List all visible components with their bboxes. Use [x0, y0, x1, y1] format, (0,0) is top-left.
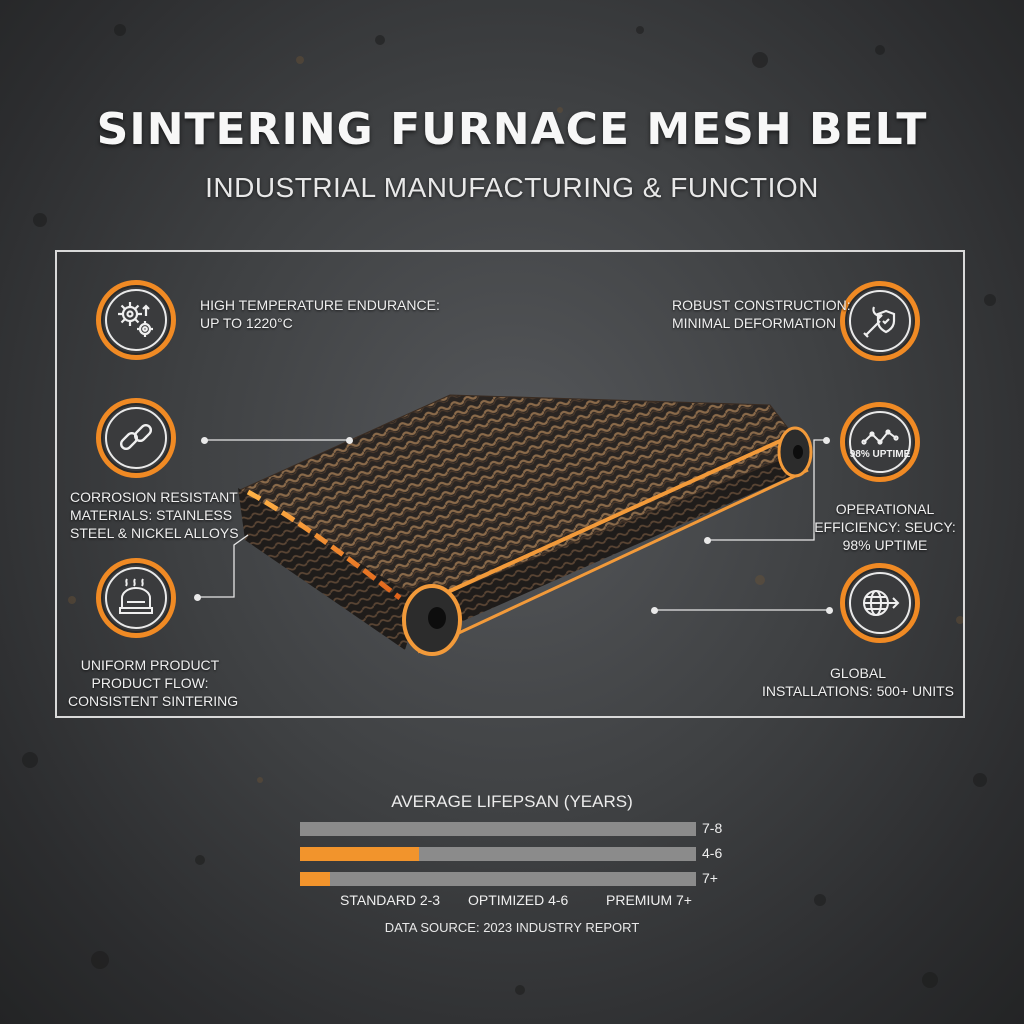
- page-subtitle: INDUSTRIAL MANUFACTURING & FUNCTION: [205, 172, 819, 203]
- flow-feature-text: UNIFORM PRODUCT PRODUCT FLOW: CONSISTENT…: [68, 657, 239, 709]
- connector-dot: [346, 437, 353, 444]
- lifespan-bar-2-label: 4-6: [702, 845, 723, 861]
- lifespan-bar-2-fill: [300, 847, 419, 861]
- connector-dot: [194, 594, 201, 601]
- wrench-shield-icon: [863, 306, 896, 338]
- temperature-badge: [96, 280, 176, 360]
- badge-uptime-text: 98% UPTIME: [849, 449, 911, 460]
- robust-badge: [840, 281, 920, 361]
- lifespan-bar-3-fill: [300, 872, 330, 886]
- efficiency-feature-text: OPERATIONAL EFFICIENCY: SEUCY: 98% UPTIM…: [814, 501, 956, 553]
- globe-arrow-icon: [863, 590, 900, 616]
- robust-feature-text: ROBUST CONSTRUCTION: MINIMAL DEFORMATION: [672, 297, 851, 331]
- global-badge: [840, 563, 920, 643]
- corrosion-feature-text: CORROSION RESISTANT MATERIALS: STAINLESS…: [70, 489, 239, 541]
- lifespan-bar-3-label: 7+: [702, 870, 718, 886]
- furnace-flame-icon: [119, 578, 153, 614]
- corrosion-badge: [96, 398, 176, 478]
- line-chart-icon: [861, 429, 899, 445]
- lifespan-bar-2: [300, 847, 696, 861]
- gears-icon: [118, 302, 153, 337]
- connector-dot: [201, 437, 208, 444]
- legend-optimized: OPTIMIZED 4-6: [468, 892, 569, 908]
- chain-link-icon: [119, 423, 153, 451]
- data-source: DATA SOURCE: 2023 INDUSTRY REPORT: [384, 920, 640, 935]
- efficiency-badge: 98% UPTIME: [840, 402, 920, 482]
- lifespan-bar-1: [300, 822, 696, 836]
- lifespan-title: AVERAGE LIFEPSAN (YEARS): [391, 792, 633, 811]
- lifespan-bar-3: [300, 872, 696, 886]
- feature-frame: [55, 250, 965, 718]
- temperature-feature-text: HIGH TEMPERATURE ENDURANCE: UP TO 1220°C: [200, 297, 440, 331]
- page-title: SINTERING FURNACE MESH BELT: [96, 104, 928, 155]
- flow-badge: [96, 558, 176, 638]
- connector-dot: [704, 537, 711, 544]
- lifespan-bar-1-label: 7-8: [702, 820, 723, 836]
- legend-standard: STANDARD 2-3: [340, 892, 441, 908]
- legend-premium: PREMIUM 7+: [606, 892, 692, 908]
- connector-dot: [826, 607, 833, 614]
- connector-dot: [651, 607, 658, 614]
- connector-dot: [823, 437, 830, 444]
- global-feature-text: GLOBAL INSTALLATIONS: 500+ UNITS: [761, 665, 955, 699]
